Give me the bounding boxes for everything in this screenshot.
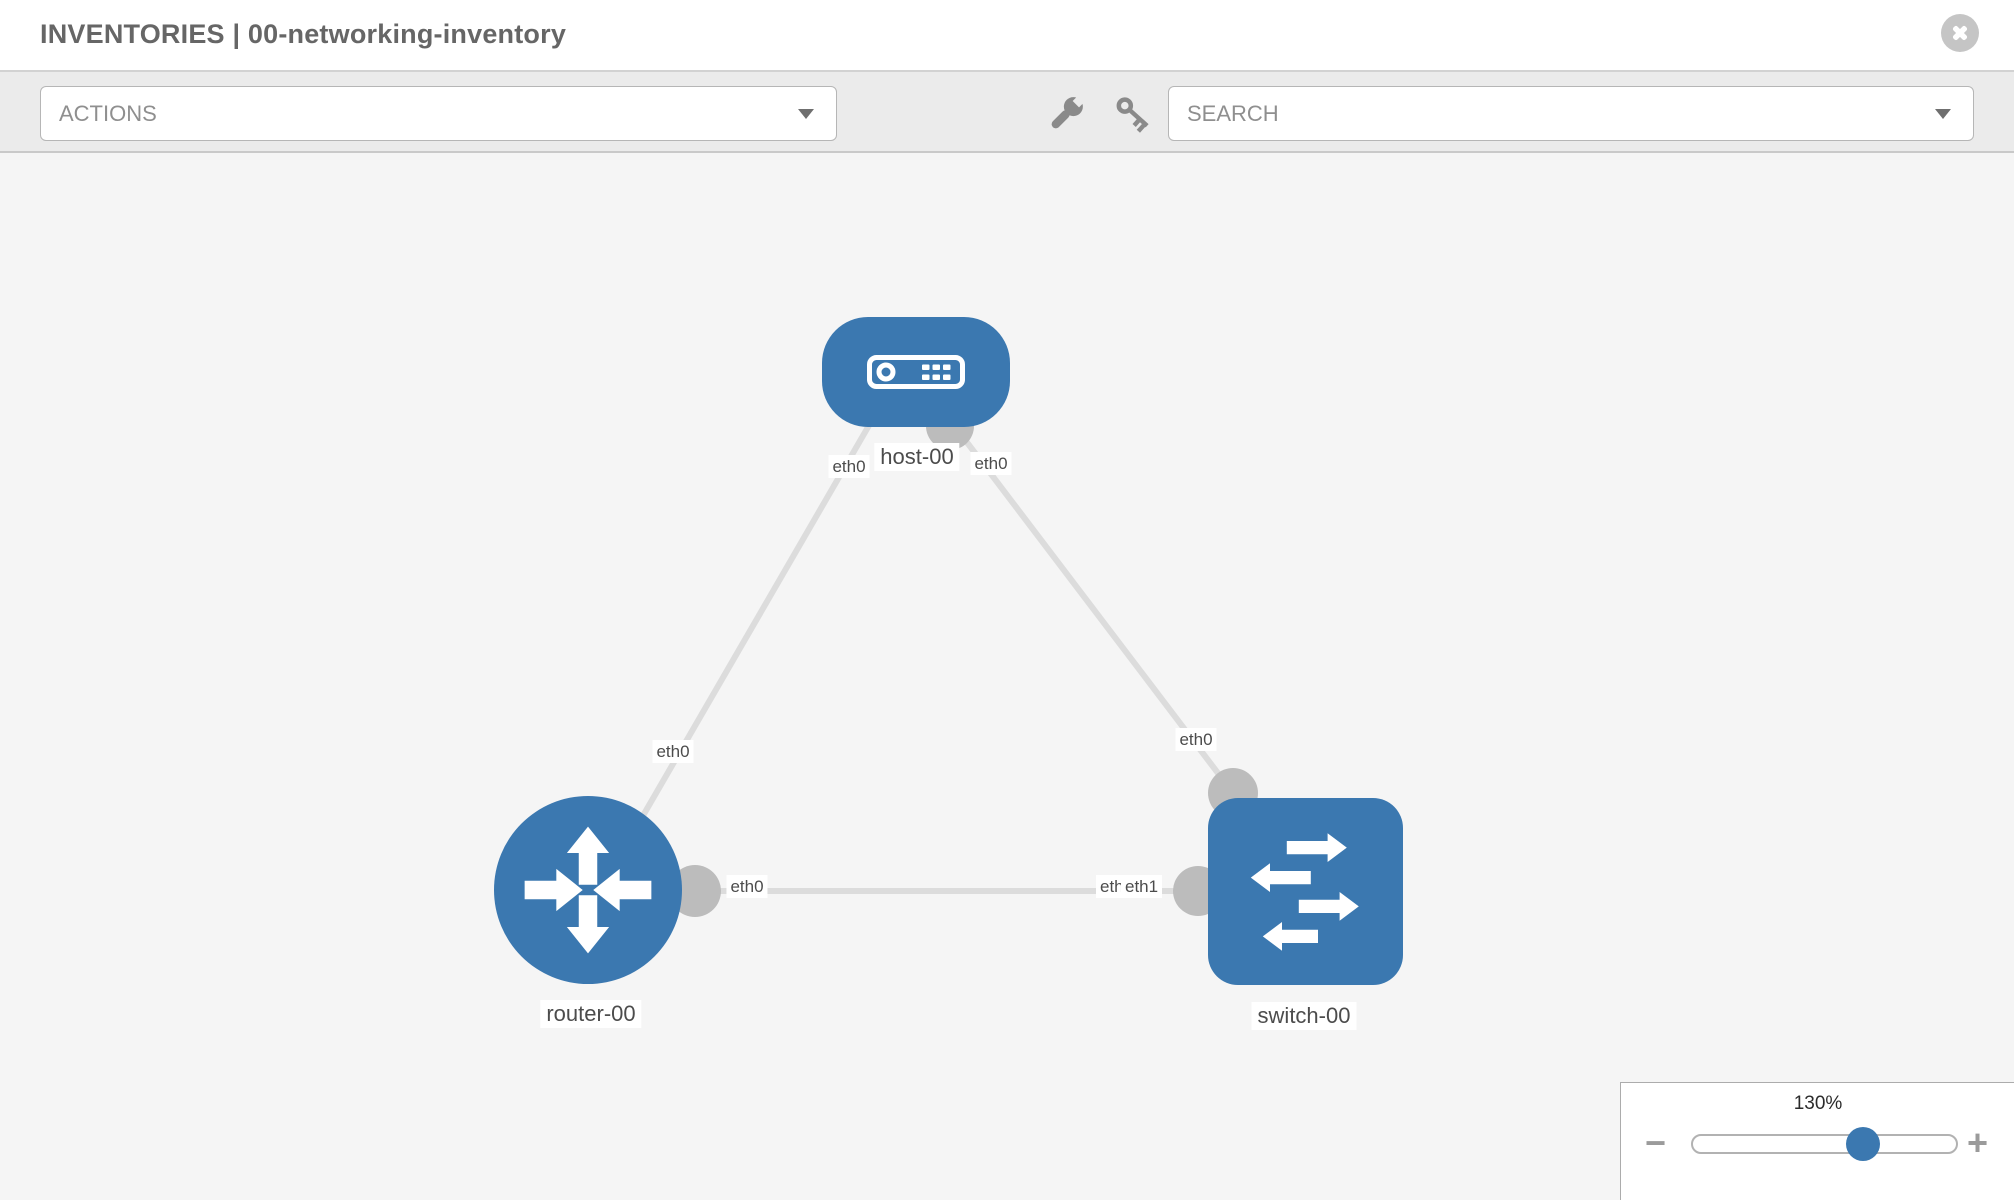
iface-label: eth1: [1121, 875, 1163, 898]
zoom-panel: 130% − +: [1620, 1082, 2014, 1200]
iface-label: eth0: [828, 455, 870, 478]
iface-label: eth0: [652, 740, 694, 763]
topology-canvas[interactable]: eth0 eth0 eth0 eth0 eth0 eth0 eth1 host-…: [0, 153, 2014, 1200]
node-label-switch-00: switch-00: [1251, 1002, 1357, 1030]
node-router-00[interactable]: [494, 796, 682, 984]
configure-tools-button[interactable]: [1045, 91, 1089, 135]
node-label-host-00: host-00: [874, 443, 960, 471]
iface-label: eth0: [970, 452, 1012, 475]
wrench-icon: [1051, 94, 1086, 129]
search-dropdown[interactable]: SEARCH: [1168, 86, 1974, 141]
port-router-eth0[interactable]: [669, 865, 721, 917]
close-icon: [1952, 25, 1968, 41]
page-title: INVENTORIES | 00-networking-inventory: [40, 19, 567, 49]
zoom-slider-handle[interactable]: [1846, 1127, 1880, 1161]
iface-label: eth0: [726, 875, 768, 898]
search-dropdown-label: SEARCH: [1187, 101, 1279, 126]
iface-label: eth0: [1175, 728, 1217, 751]
chevron-down-icon: [1935, 108, 1951, 119]
host-icon: [867, 355, 965, 389]
node-host-00[interactable]: [822, 317, 1010, 427]
zoom-slider-track[interactable]: [1691, 1134, 1958, 1154]
close-button[interactable]: [1941, 14, 1979, 52]
link-host-router[interactable]: [597, 413, 878, 892]
switch-icon: [1250, 832, 1359, 951]
zoom-out-button[interactable]: −: [1645, 1122, 1667, 1163]
zoom-in-button[interactable]: +: [1967, 1122, 1989, 1163]
router-icon: [524, 826, 652, 954]
credentials-key-button[interactable]: [1111, 91, 1155, 135]
actions-dropdown-label: ACTIONS: [59, 101, 157, 126]
chevron-down-icon: [798, 108, 814, 119]
header-bar: INVENTORIES | 00-networking-inventory: [0, 0, 2014, 72]
actions-dropdown[interactable]: ACTIONS: [40, 86, 837, 141]
toolbar: ACTIONS SEARCH: [0, 72, 2014, 153]
node-label-router-00: router-00: [540, 1000, 642, 1028]
key-icon: [1116, 97, 1149, 133]
zoom-level-label: 130%: [1793, 1093, 1843, 1114]
node-switch-00[interactable]: [1208, 798, 1403, 985]
